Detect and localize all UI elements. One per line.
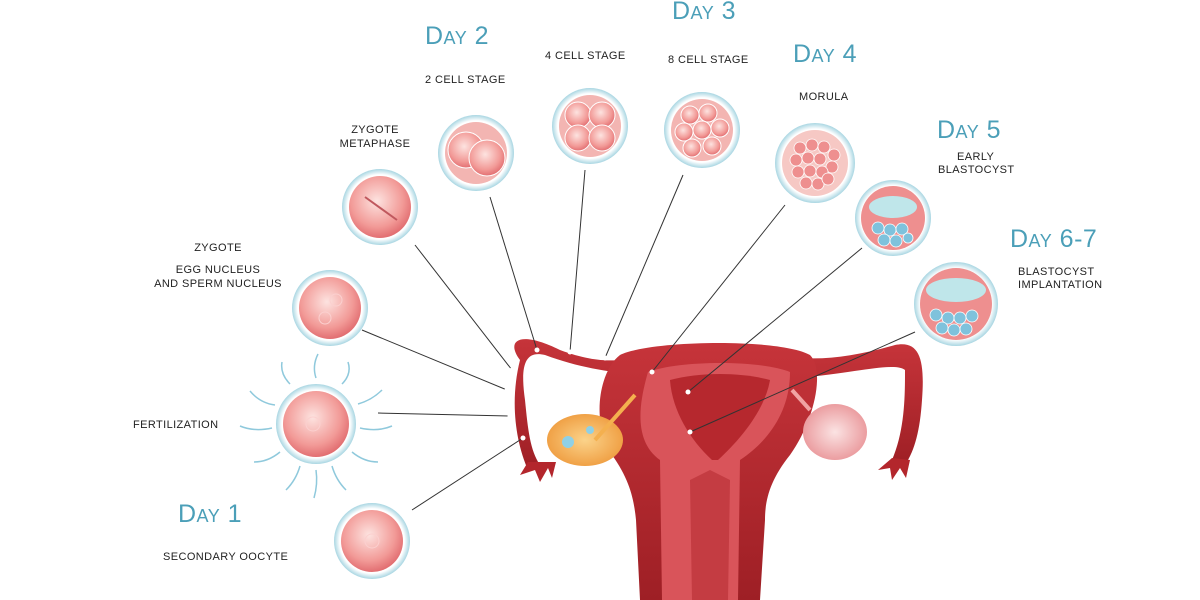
two-cell-stage-label: 2 cell stage (425, 74, 506, 86)
left-fallopian-tube (514, 339, 640, 470)
right-fallopian-tube (800, 344, 923, 465)
day3-heading: Day 3 (672, 0, 737, 25)
morula-label: Morula (799, 91, 849, 103)
day6-7-heading: Day 6-7 (1010, 225, 1098, 253)
secondary-oocyte-cell (334, 503, 410, 579)
morula-cell (775, 123, 855, 203)
early-blastocyst-cell (855, 180, 931, 256)
stage-cells (276, 88, 998, 579)
two-cell-stage-cell (438, 115, 514, 191)
early-label: Early (957, 151, 995, 163)
sperm-cells (239, 353, 393, 499)
pointer-lines (361, 169, 916, 511)
zygote-line1: Egg nucleus (175, 264, 261, 276)
day5-heading: Day 5 (937, 116, 1002, 144)
blastocyst-label: blastocyst (938, 164, 1015, 176)
fertilization-cell (276, 384, 356, 464)
zygote-metaphase-cell (342, 169, 418, 245)
eight-cell-stage-label: 8 cell stage (668, 54, 749, 66)
zygote-cell (292, 270, 368, 346)
day1-heading: Day 1 (178, 500, 243, 528)
four-cell-stage-label: 4 cell stage (545, 50, 626, 62)
right-fimbriae (878, 458, 910, 480)
left-fimbriae (520, 462, 556, 482)
zygote-metaphase-line2: metaphase (339, 138, 411, 150)
blastocyst-implantation-line1: Blastocyst (1018, 266, 1095, 278)
path-dots (504, 347, 693, 441)
secondary-oocyte-label: Secondary Oocyte (163, 551, 289, 563)
zygote-line2: and sperm nucleus (154, 278, 282, 290)
fertilization-label: Fertilization (133, 419, 219, 431)
blastocyst-implantation-cell (914, 262, 998, 346)
uterus (514, 339, 923, 600)
right-ovary (803, 404, 867, 460)
eight-cell-stage-cell (664, 92, 740, 168)
four-cell-stage-cell (552, 88, 628, 164)
zygote-metaphase-line1: Zygote (351, 124, 399, 136)
day4-heading: Day 4 (793, 40, 858, 68)
blastocyst-implantation-line2: implantation (1018, 279, 1103, 291)
day2-heading: Day 2 (425, 22, 490, 50)
zygote-title: Zygote (194, 242, 242, 254)
